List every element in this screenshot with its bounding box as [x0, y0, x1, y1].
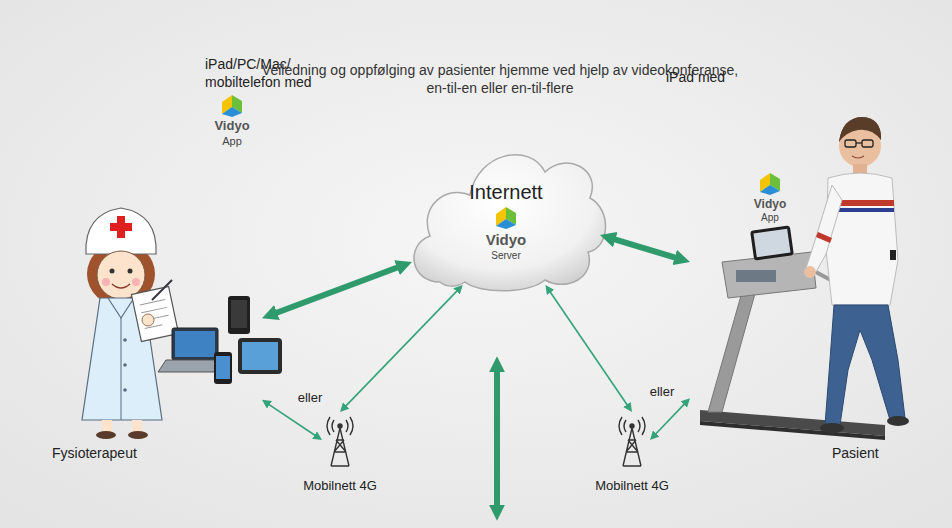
patient-figure — [804, 117, 909, 433]
app-logo-text: Vidyo — [207, 118, 257, 134]
patient-group: iPad medVidyoAppPasient — [690, 55, 940, 475]
one-to-many-arrow — [494, 369, 500, 508]
server-logo-text: Vidyo — [412, 231, 600, 250]
mobile-link — [268, 404, 316, 436]
video-link — [274, 267, 400, 314]
server-logo-text: Server — [412, 250, 600, 263]
app-logo-text: App — [207, 135, 257, 149]
cell-tower: Mobilnett 4G — [322, 412, 358, 468]
network-label: Mobilnett 4G — [290, 478, 390, 494]
physiotherapist-group: iPad/PC/Mac/ mobiltelefon medVidyoAppFys… — [30, 40, 262, 472]
device-caption: iPad med — [666, 69, 736, 87]
server-cloud: InternettVidyoServer — [412, 135, 600, 285]
vidyo-logo — [496, 207, 516, 229]
video-link — [612, 239, 677, 259]
edge-label: eller — [296, 390, 325, 406]
cloud-title: Internett — [412, 180, 600, 205]
edge-label: eller — [648, 384, 677, 400]
mobile-link — [550, 291, 628, 406]
cell-tower-icon — [327, 417, 353, 466]
vidyo-logo — [760, 173, 780, 195]
role-label: Fysioterapeut — [52, 445, 172, 463]
mobile-link — [655, 403, 685, 434]
internet-cloud — [414, 155, 606, 291]
role-label: Pasient — [832, 445, 912, 463]
vidyo-logo — [222, 95, 242, 117]
network-label: Mobilnett 4G — [582, 478, 682, 494]
app-logo-text: App — [747, 212, 793, 225]
device-caption: iPad/PC/Mac/ mobiltelefon med — [205, 56, 330, 91]
app-logo-text: Vidyo — [747, 197, 793, 212]
cell-tower-icon — [619, 417, 645, 466]
physiotherapist-figure — [82, 208, 179, 439]
mobile-link — [345, 290, 458, 407]
device-icons — [158, 296, 282, 384]
cell-tower: Mobilnett 4G — [614, 412, 650, 468]
